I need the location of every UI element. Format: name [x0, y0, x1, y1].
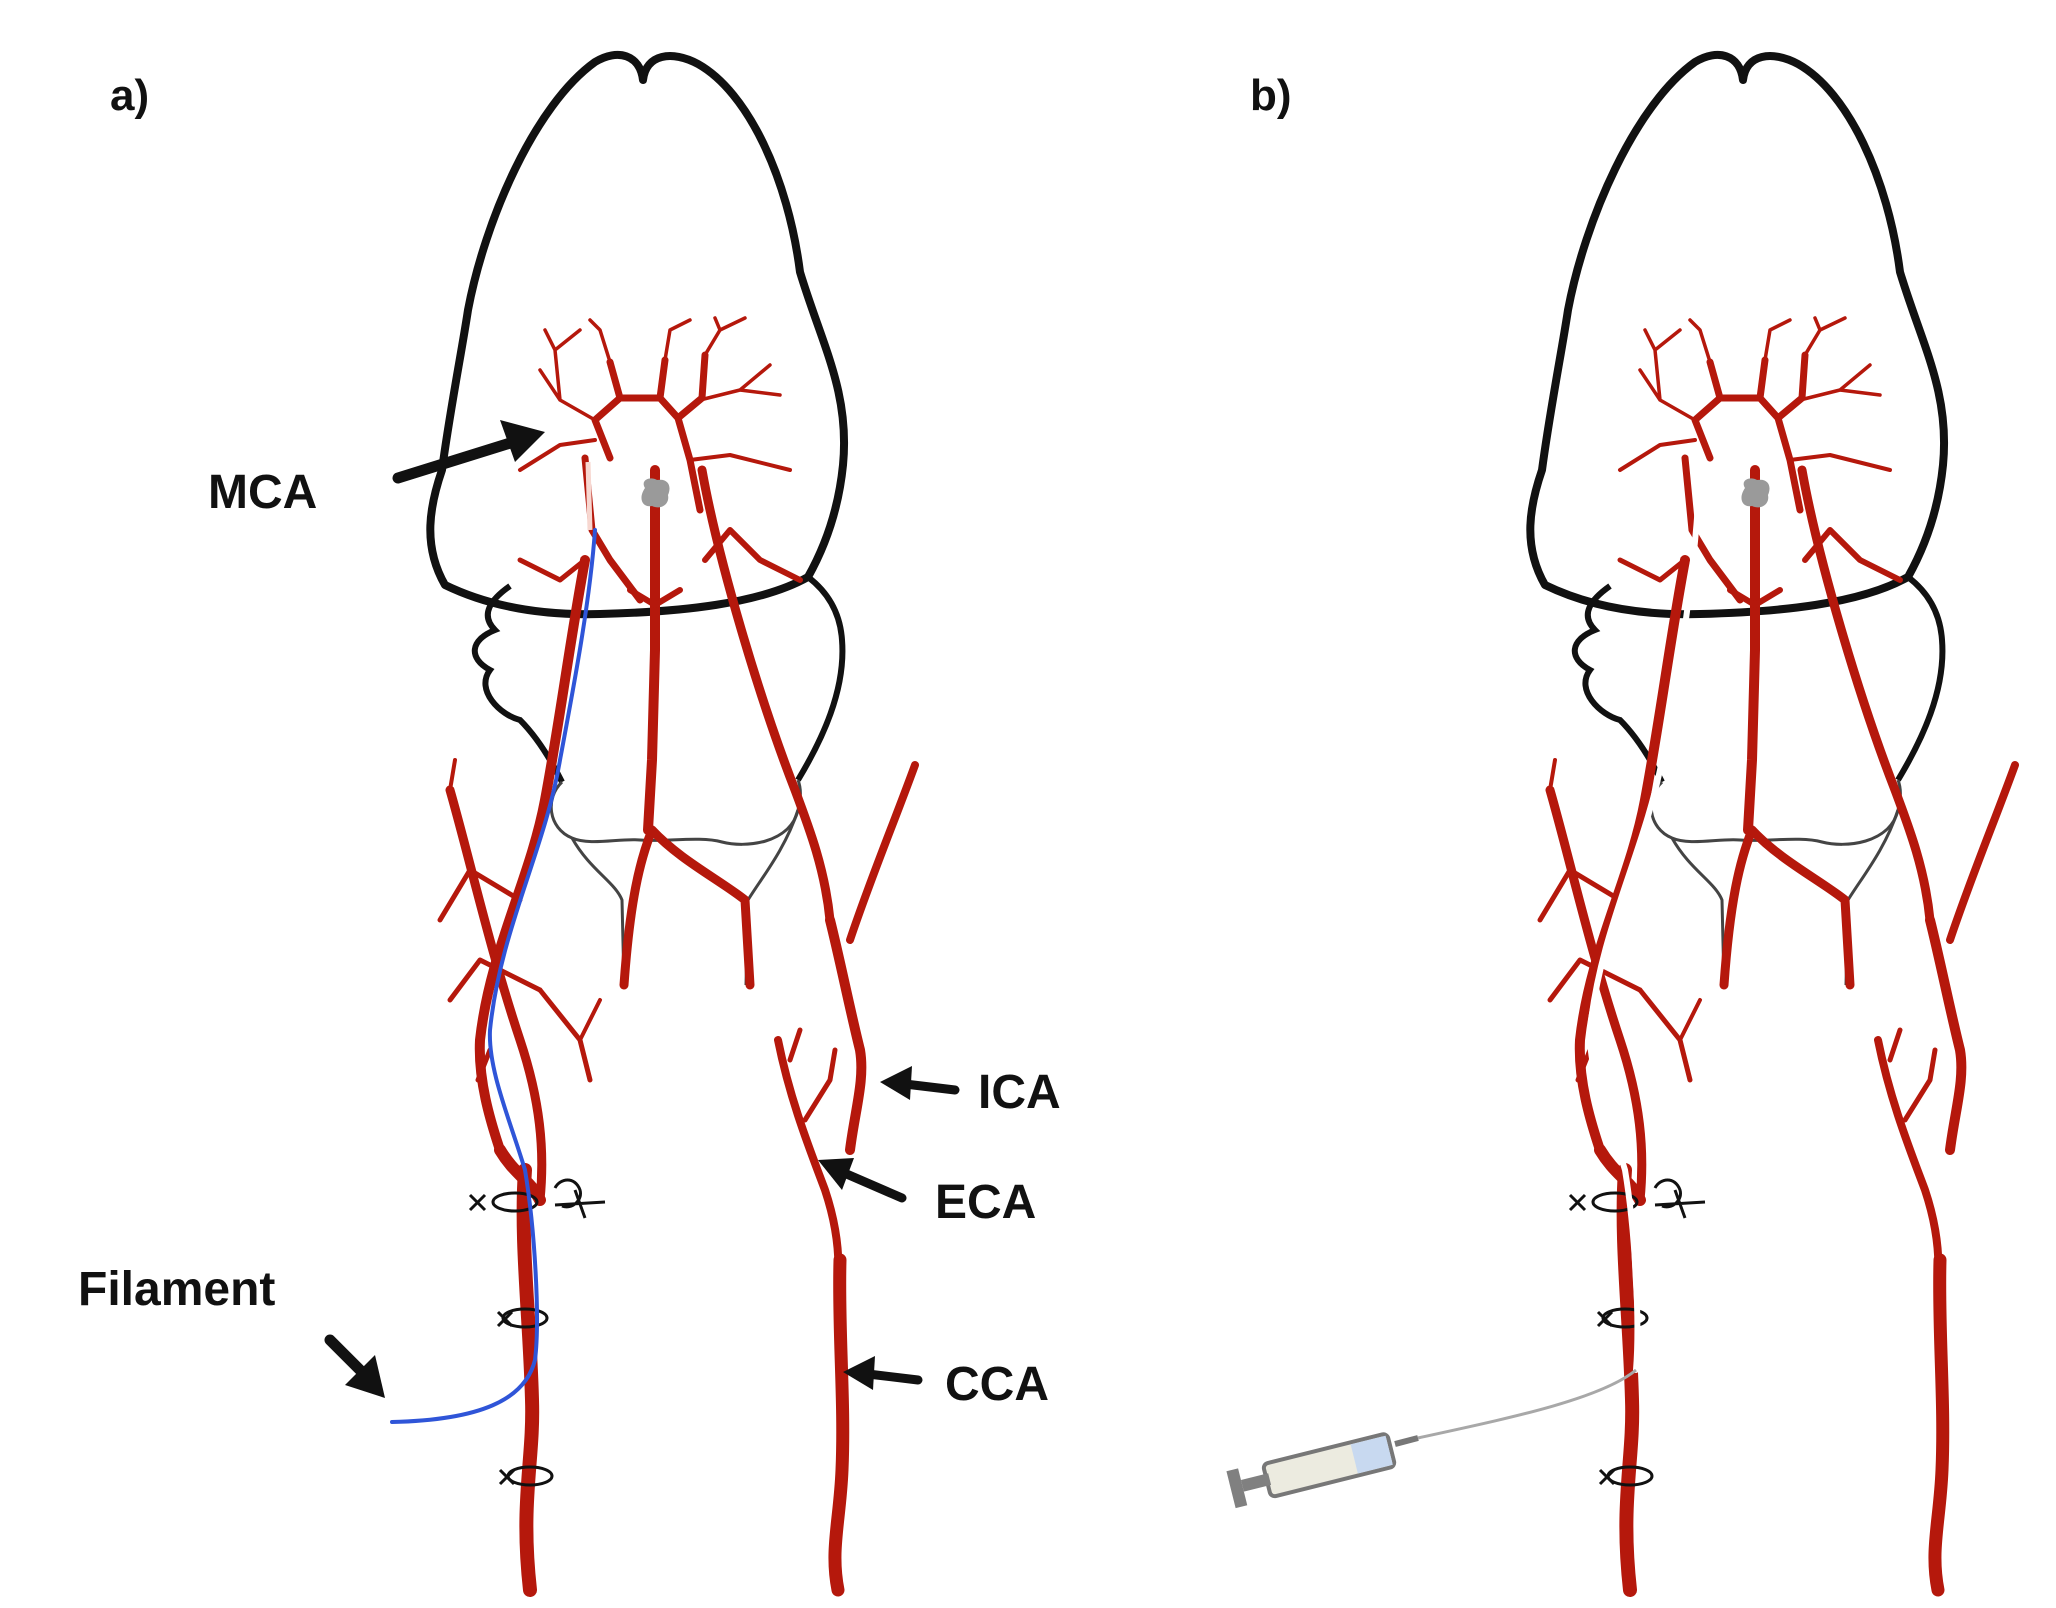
cca-arrow: [863, 1369, 923, 1385]
cca-label: CCA: [945, 1358, 1049, 1411]
filament-label: Filament: [78, 1263, 275, 1316]
filament-arrow: [324, 1334, 371, 1381]
ica-arrow: [900, 1079, 960, 1095]
panel-b: b): [1226, 55, 2015, 1590]
panel-a-label: a): [110, 71, 149, 120]
catheter: [1586, 502, 1701, 1373]
ica-label: ICA: [978, 1066, 1061, 1119]
filament: [390, 528, 597, 1424]
eca-label: ECA: [935, 1176, 1036, 1229]
eca-arrow: [837, 1167, 907, 1203]
mca-arrow: [392, 434, 526, 484]
mca-label: MCA: [208, 466, 317, 519]
panel-b-label: b): [1250, 71, 1292, 120]
panel-a: a) MCA ICA ECA CCA Filament: [78, 55, 1061, 1590]
syringe: [1226, 1432, 1419, 1509]
